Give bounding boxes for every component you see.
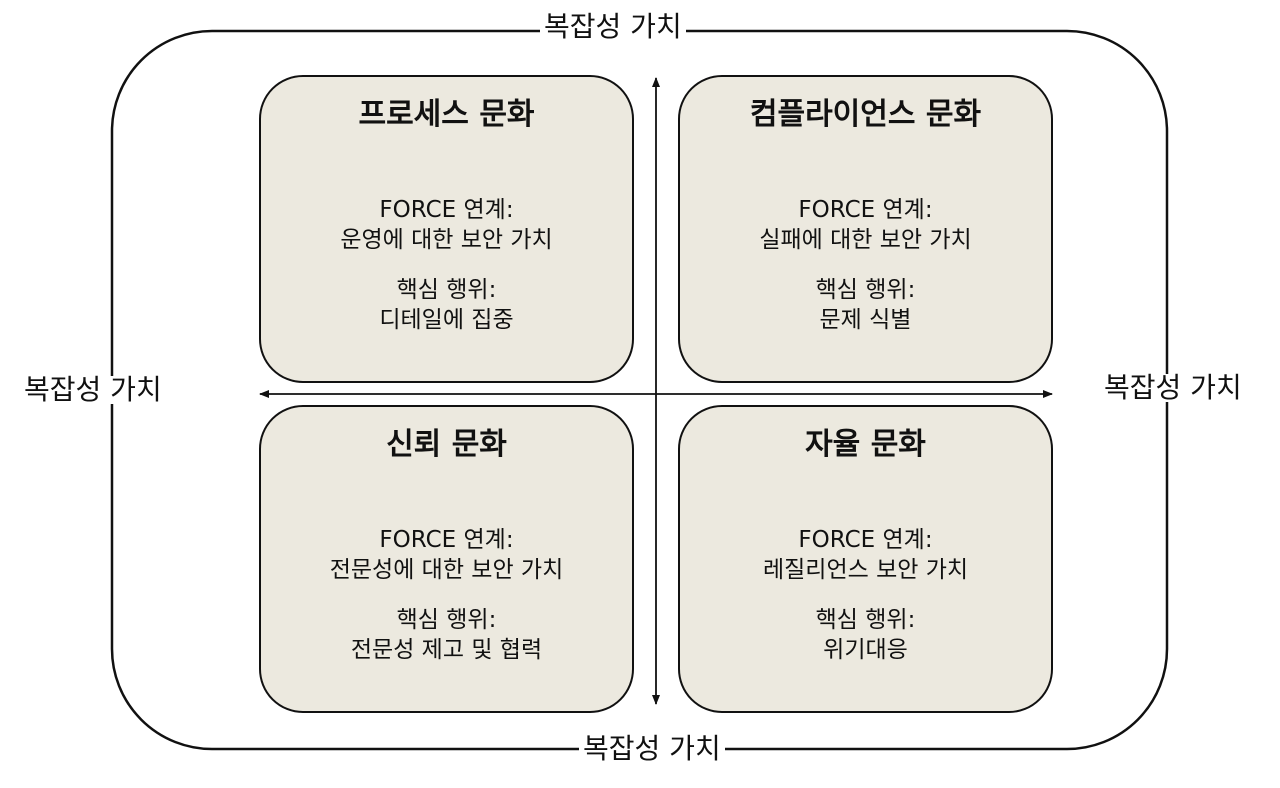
force-value: 운영에 대한 보안 가치 <box>340 227 553 253</box>
force-value: 전문성에 대한 보안 가치 <box>329 557 564 583</box>
behavior-value: 디테일에 집중 <box>379 307 514 333</box>
compliance-culture-box: 컴플라이언스 문화 FORCE 연계: 실패에 대한 보안 가치 핵심 행위: … <box>678 75 1053 383</box>
quadrant-title: 자율 문화 <box>805 427 926 462</box>
force-label: FORCE 연계: <box>798 197 933 223</box>
quadrant-body: FORCE 연계: 전문성에 대한 보안 가치 핵심 행위: 전문성 제고 및 … <box>261 525 632 665</box>
top-axis-label: 복잡성 가치 <box>540 13 686 41</box>
force-label: FORCE 연계: <box>798 527 933 553</box>
quadrant-body: FORCE 연계: 실패에 대한 보안 가치 핵심 행위: 문제 식별 <box>680 195 1051 335</box>
trust-culture-box: 신뢰 문화 FORCE 연계: 전문성에 대한 보안 가치 핵심 행위: 전문성… <box>259 405 634 713</box>
behavior-label: 핵심 행위: <box>815 607 916 633</box>
quadrant-title: 프로세스 문화 <box>358 97 535 132</box>
force-value: 레질리언스 보안 가치 <box>762 557 969 583</box>
behavior-label: 핵심 행위: <box>815 277 916 303</box>
bottom-axis-label: 복잡성 가치 <box>579 735 725 763</box>
right-axis-label: 복잡성 가치 <box>1100 374 1246 402</box>
behavior-value: 위기대응 <box>823 637 908 663</box>
behavior-value: 문제 식별 <box>819 307 912 333</box>
quadrant-title: 컴플라이언스 문화 <box>749 97 982 132</box>
force-value: 실패에 대한 보안 가치 <box>759 227 972 253</box>
force-label: FORCE 연계: <box>379 197 514 223</box>
force-label: FORCE 연계: <box>379 527 514 553</box>
left-axis-label: 복잡성 가치 <box>20 376 166 404</box>
autonomy-culture-box: 자율 문화 FORCE 연계: 레질리언스 보안 가치 핵심 행위: 위기대응 <box>678 405 1053 713</box>
behavior-value: 전문성 제고 및 협력 <box>350 637 543 663</box>
quadrant-body: FORCE 연계: 레질리언스 보안 가치 핵심 행위: 위기대응 <box>680 525 1051 665</box>
quadrant-title: 신뢰 문화 <box>386 427 507 462</box>
behavior-label: 핵심 행위: <box>396 277 497 303</box>
quadrant-body: FORCE 연계: 운영에 대한 보안 가치 핵심 행위: 디테일에 집중 <box>261 195 632 335</box>
process-culture-box: 프로세스 문화 FORCE 연계: 운영에 대한 보안 가치 핵심 행위: 디테… <box>259 75 634 383</box>
behavior-label: 핵심 행위: <box>396 607 497 633</box>
